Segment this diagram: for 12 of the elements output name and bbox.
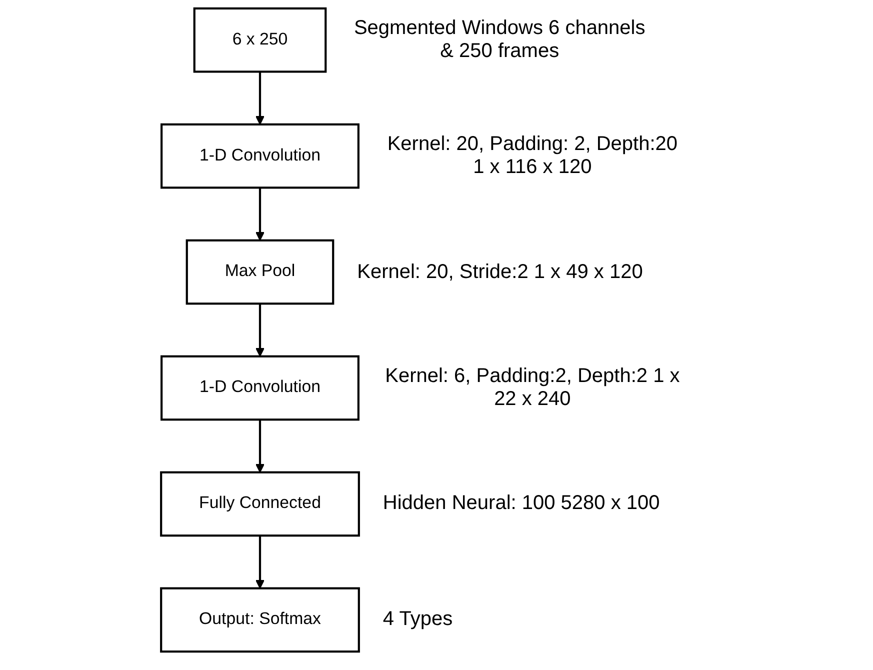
layer-box: Max Pool [186,239,334,305]
layer-box: 6 x 250 [193,7,327,73]
layer-note: Hidden Neural: 100 5280 x 100 [382,492,660,516]
layer-note: Kernel: 6, Padding:2, Depth:2 1 x 22 x 240 [384,364,681,411]
layer-note: 4 Types [382,608,453,632]
layer-note: Kernel: 20, Padding: 2, Depth:20 1 x 116 x 120 [386,133,679,180]
layer-box: Output: Softmax [160,587,360,653]
layer-box: Fully Connected [160,471,360,537]
layer-box: 1-D Convolution [160,123,360,189]
layer-box: 1-D Convolution [160,355,360,421]
layer-note: Segmented Windows 6 channels & 250 frames [352,17,646,64]
layer-note: Kernel: 20, Stride:2 1 x 49 x 120 [357,260,643,284]
